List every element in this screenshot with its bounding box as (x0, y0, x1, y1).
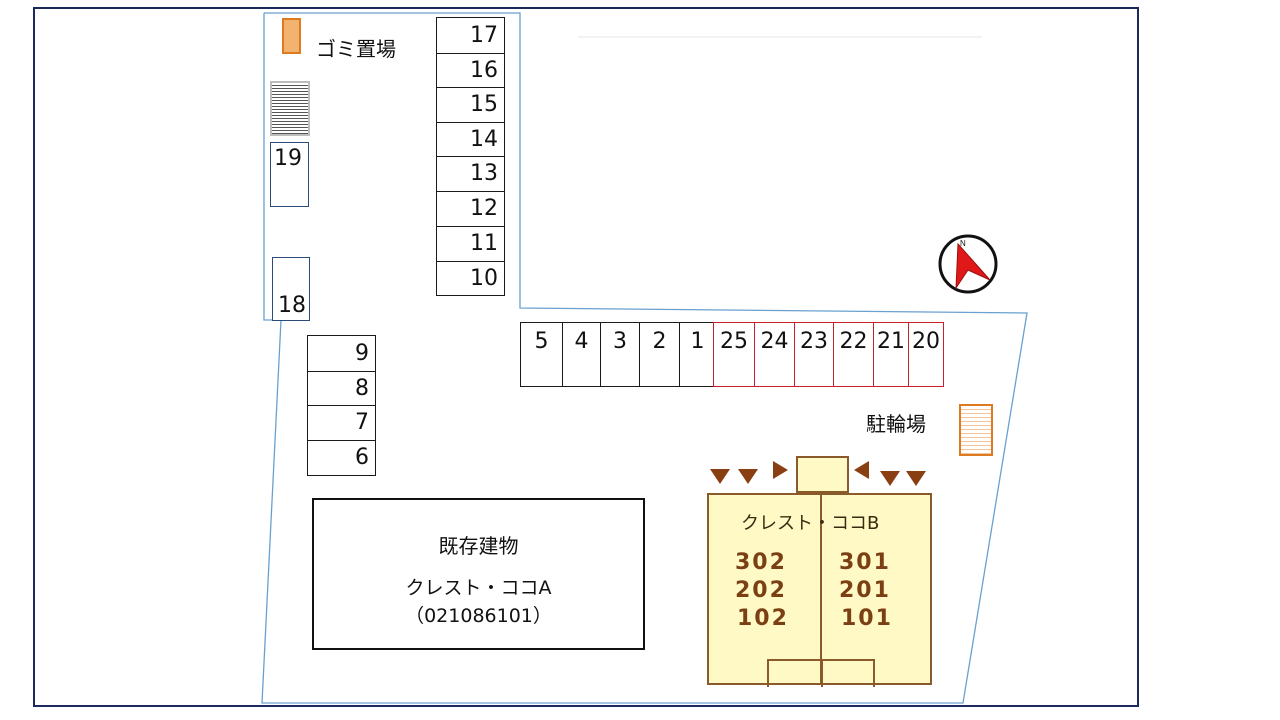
bicycle-label: 駐輪場 (866, 412, 926, 436)
map-frame (33, 7, 1139, 707)
stall-number: 5 (534, 329, 549, 354)
stall-25: 25 (713, 322, 755, 387)
stall-number: 13 (470, 161, 498, 186)
stall-12: 12 (436, 191, 505, 227)
stall-4: 4 (562, 322, 601, 387)
stall-number: 3 (613, 329, 627, 354)
arrow-down-icon (710, 469, 730, 484)
stall-number: 20 (912, 329, 940, 354)
existing-building-code: （021086101） (405, 605, 552, 627)
stall-1: 1 (679, 322, 716, 387)
stall-number: 18 (278, 293, 306, 318)
stall-number: 15 (470, 92, 498, 117)
stall-9: 9 (307, 335, 376, 372)
room-label: 301 (839, 550, 891, 575)
lot-boundary (261, 12, 1028, 704)
stall-number: 22 (839, 329, 868, 354)
stall-number: 9 (355, 340, 369, 366)
existing-building: 既存建物 クレスト・ココA （021086101） (312, 498, 645, 650)
stall-5: 5 (520, 322, 563, 387)
stall-15: 15 (436, 87, 505, 123)
room-label: 201 (839, 578, 891, 603)
stall-number: 1 (690, 329, 705, 354)
stall-number: 11 (470, 231, 498, 256)
building-b-divider (820, 495, 822, 683)
stall-6: 6 (307, 440, 376, 476)
building-b: クレスト・ココB 302 202 102 301 201 101 (707, 493, 932, 687)
stall-24: 24 (754, 322, 795, 387)
stall-14: 14 (436, 122, 505, 157)
stall-number: 4 (574, 329, 589, 354)
stall-22: 22 (833, 322, 874, 387)
arrow-down-icon (906, 471, 926, 486)
stall-16: 16 (436, 53, 505, 88)
stall-2: 2 (639, 322, 680, 387)
existing-building-name: クレスト・ココA (405, 577, 552, 599)
garbage-label: ゴミ置場 (316, 37, 396, 61)
stall-number: 24 (760, 329, 789, 354)
building-b-entrance (796, 456, 849, 493)
arrow-down-icon (738, 469, 758, 484)
stall-number: 6 (355, 445, 369, 470)
stall-number: 23 (800, 329, 828, 354)
stall-number: 10 (470, 265, 498, 291)
building-b-name: クレスト・ココB (741, 513, 880, 534)
stall-7: 7 (307, 405, 376, 441)
stairs-icon (270, 81, 310, 136)
room-label: 101 (841, 606, 893, 631)
stall-10: 10 (436, 261, 505, 296)
stall-number: 2 (652, 329, 667, 354)
room-label: 302 (735, 550, 787, 575)
stall-number: 14 (470, 126, 498, 152)
stall-19: 19 (270, 142, 309, 207)
stall-20: 20 (908, 322, 944, 387)
stall-13: 13 (436, 156, 505, 192)
existing-building-title: 既存建物 (438, 534, 519, 558)
stall-number: 12 (470, 196, 498, 221)
stall-number: 21 (877, 329, 905, 354)
compass-letter: N (960, 239, 966, 248)
compass-icon (938, 234, 998, 294)
bicycle-rack-icon (959, 404, 993, 456)
building-b-stairs (767, 659, 875, 687)
stall-18: 18 (272, 257, 310, 321)
stall-23: 23 (794, 322, 834, 387)
arrow-left-icon (854, 461, 869, 479)
room-label: 202 (735, 578, 787, 603)
garbage-marker-icon (282, 18, 301, 54)
stall-8: 8 (307, 371, 376, 406)
stall-11: 11 (436, 226, 505, 262)
stall-number: 7 (355, 410, 369, 435)
stall-number: 19 (274, 146, 302, 171)
stall-17: 17 (436, 17, 505, 54)
room-label: 102 (737, 606, 789, 631)
stall-number: 25 (720, 329, 748, 354)
stall-number: 16 (470, 57, 498, 83)
stall-number: 17 (470, 22, 498, 48)
stall-21: 21 (873, 322, 909, 387)
stall-number: 8 (355, 375, 369, 401)
arrow-right-icon (773, 461, 788, 479)
stall-3: 3 (600, 322, 640, 387)
arrow-down-icon (880, 471, 900, 486)
